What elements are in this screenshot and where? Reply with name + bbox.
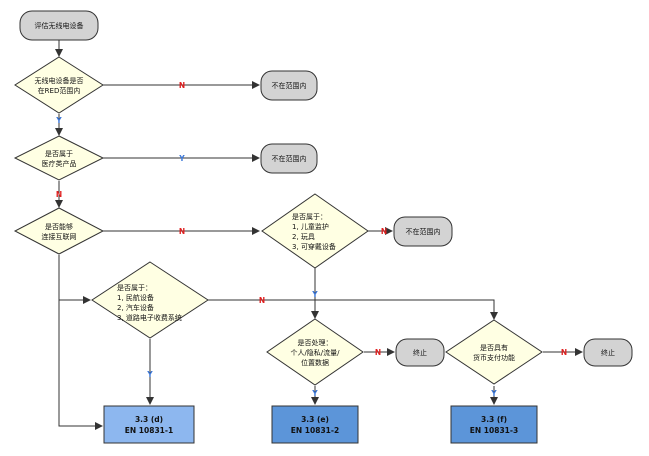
decision-payment-line2: 货币支付功能	[473, 353, 515, 362]
terminal-stop-2-label: 终止	[601, 348, 615, 357]
result-3-clause: 3.3 (f)	[481, 415, 507, 424]
decision-category2-item1: 1, 民航设备	[117, 293, 154, 302]
label-internet-no: N	[179, 227, 185, 236]
terminal-out-of-scope-3-label: 不在范围内	[406, 227, 441, 236]
terminal-out-of-scope-3: 不在范围内	[393, 216, 453, 247]
decision-red-scope: 无线电设备是否 在RED范围内	[14, 56, 104, 114]
decision-medical-line2: 医疗类产品	[42, 159, 77, 168]
result-2-standard: EN 10831-2	[291, 426, 339, 435]
decision-data-line2: 个人/隐私/流量/	[290, 348, 340, 357]
result-3-standard: EN 10831-3	[470, 426, 518, 435]
decision-medical: 是否属于 医疗类产品	[13, 135, 105, 181]
label-payment-no: N	[561, 348, 567, 357]
result-box-2: 3.3 (e) EN 10831-2	[271, 405, 359, 444]
decision-category2-item2: 2, 汽车设备	[117, 303, 154, 312]
result-1-clause: 3.3 (d)	[135, 415, 163, 424]
result-box-3: 3.3 (f) EN 10831-3	[450, 405, 538, 444]
start-node: 评估无线电设备	[19, 10, 99, 41]
label-medical-no: N	[56, 190, 62, 199]
label-category1-yes: Y	[311, 290, 318, 299]
connectors	[55, 40, 583, 430]
edge-labels: N Y Y N N N Y N Y N Y N Y	[55, 81, 567, 398]
decision-internet-line1: 是否能够	[45, 222, 73, 231]
terminal-stop-1-label: 终止	[413, 348, 427, 357]
terminal-stop-2: 终止	[583, 338, 633, 367]
decision-category2: 是否属于： 1, 民航设备 2, 汽车设备 3, 道路电子收费系统	[91, 261, 209, 339]
label-category2-yes: Y	[146, 370, 153, 379]
decision-red-line1: 无线电设备是否	[35, 76, 84, 85]
start-label: 评估无线电设备	[35, 21, 84, 30]
label-payment-yes: Y	[490, 389, 497, 398]
decision-category1-item3: 3, 可穿戴设备	[292, 242, 336, 251]
decision-internet: 是否能够 连接互联网	[13, 207, 105, 255]
result-2-clause: 3.3 (e)	[301, 415, 329, 424]
edge-internet-down	[58, 255, 103, 430]
result-1-standard: EN 10831-1	[125, 426, 173, 435]
label-red-yes: Y	[55, 116, 62, 125]
edge-category2-no	[208, 299, 498, 320]
decision-red-line2: 在RED范围内	[38, 86, 81, 95]
terminal-out-of-scope-1-label: 不在范围内	[272, 81, 307, 90]
decision-data-line1: 是否处理：	[298, 338, 333, 347]
decision-data-line3: 位置数据	[301, 358, 329, 367]
label-data-yes: Y	[311, 389, 318, 398]
label-red-no: N	[179, 81, 185, 90]
label-data-no: N	[375, 348, 381, 357]
label-category2-no: N	[259, 296, 265, 305]
decision-category2-item3: 3, 道路电子收费系统	[117, 313, 182, 322]
decision-category1: 是否属于： 1, 儿童监护 2, 玩具 3, 可穿戴设备	[261, 193, 369, 269]
terminal-out-of-scope-2-label: 不在范围内	[272, 154, 307, 163]
decision-category1-item1: 1, 儿童监护	[292, 222, 329, 231]
decision-payment: 是否具有 货币支付功能	[445, 319, 543, 385]
decision-internet-line2: 连接互联网	[42, 232, 77, 241]
label-medical-yes: Y	[178, 154, 185, 163]
terminal-stop-1: 终止	[395, 338, 445, 367]
label-category1-no: N	[381, 227, 387, 236]
decision-payment-line1: 是否具有	[480, 343, 508, 352]
decision-category1-item2: 2, 玩具	[292, 233, 315, 241]
terminal-out-of-scope-1: 不在范围内	[260, 70, 318, 101]
decision-medical-line1: 是否属于	[45, 150, 73, 158]
decision-category2-title: 是否属于：	[117, 284, 152, 292]
result-box-1: 3.3 (d) EN 10831-1	[103, 405, 195, 444]
terminal-out-of-scope-2: 不在范围内	[260, 143, 318, 174]
decision-category1-title: 是否属于：	[292, 213, 327, 221]
decision-data-processing: 是否处理： 个人/隐私/流量/ 位置数据	[266, 318, 364, 386]
